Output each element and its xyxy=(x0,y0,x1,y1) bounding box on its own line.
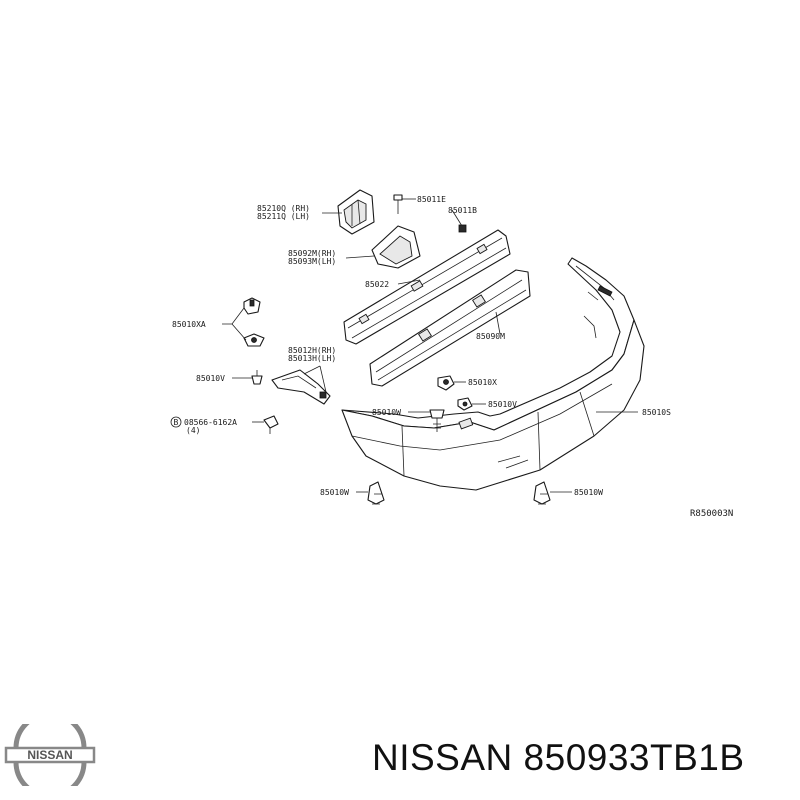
label-85010S: 85010S xyxy=(642,408,671,417)
label-85011E: 85011E xyxy=(417,195,446,204)
label-85093M: 85093M(LH) xyxy=(288,257,336,266)
label-85010W-bottom-right: 85010W xyxy=(574,488,603,497)
label-85013H: 85013H(LH) xyxy=(288,354,336,363)
label-85012H: 85012H(RH) xyxy=(288,346,336,355)
clip-85010W-mid xyxy=(429,409,445,432)
clip-85010X xyxy=(437,375,455,391)
clip-85010V-mid xyxy=(457,397,473,411)
label-85210Q: 85210Q (RH) xyxy=(257,204,310,213)
clip-85010XA-lower xyxy=(243,333,265,347)
screw-08566-6162A xyxy=(263,415,279,434)
clip-85010V-left xyxy=(251,370,263,385)
absorber-85090M xyxy=(369,269,531,387)
clip-85010XA-upper xyxy=(243,297,261,315)
label-85010V-mid: 85010V xyxy=(488,400,517,409)
label-85010X: 85010X xyxy=(468,378,497,387)
part-number-title: NISSAN 850933TB1B xyxy=(372,737,745,778)
reinforcement-85022 xyxy=(343,229,511,345)
bracket-85210Q xyxy=(337,189,375,235)
label-85010W-bottom-left: 85010W xyxy=(320,488,349,497)
label-08566-6162A: 08566-6162A xyxy=(184,418,237,427)
label-85022: 85022 xyxy=(365,280,389,289)
label-85010XA: 85010XA xyxy=(172,320,206,329)
label-85090M: 85090M xyxy=(476,332,505,341)
screw-85011E xyxy=(393,194,403,214)
nut-85011B xyxy=(458,224,467,233)
clip-85010W-bottom-right xyxy=(533,481,551,505)
label-85092M: 85092M(RH) xyxy=(288,249,336,258)
label-85011B: 85011B xyxy=(448,206,477,215)
circle-b-marker xyxy=(170,416,182,428)
label-85010W-mid: 85010W xyxy=(372,408,401,417)
label-85010V-left: 85010V xyxy=(196,374,225,383)
label-85211Q: 85211Q (LH) xyxy=(257,212,310,221)
absorber-85092M xyxy=(371,225,421,269)
label-08566-qty: (4) xyxy=(186,426,200,435)
logo-wordmark: NISSAN xyxy=(27,748,72,762)
bracket-85012H xyxy=(271,369,331,405)
circle-b-label: B xyxy=(174,418,179,427)
diagram-reference-code: R850003N xyxy=(690,509,733,519)
nissan-logo: NISSAN xyxy=(4,724,96,786)
clip-85010W-bottom-left xyxy=(367,481,385,505)
bumper-fascia-85010S xyxy=(341,257,645,491)
